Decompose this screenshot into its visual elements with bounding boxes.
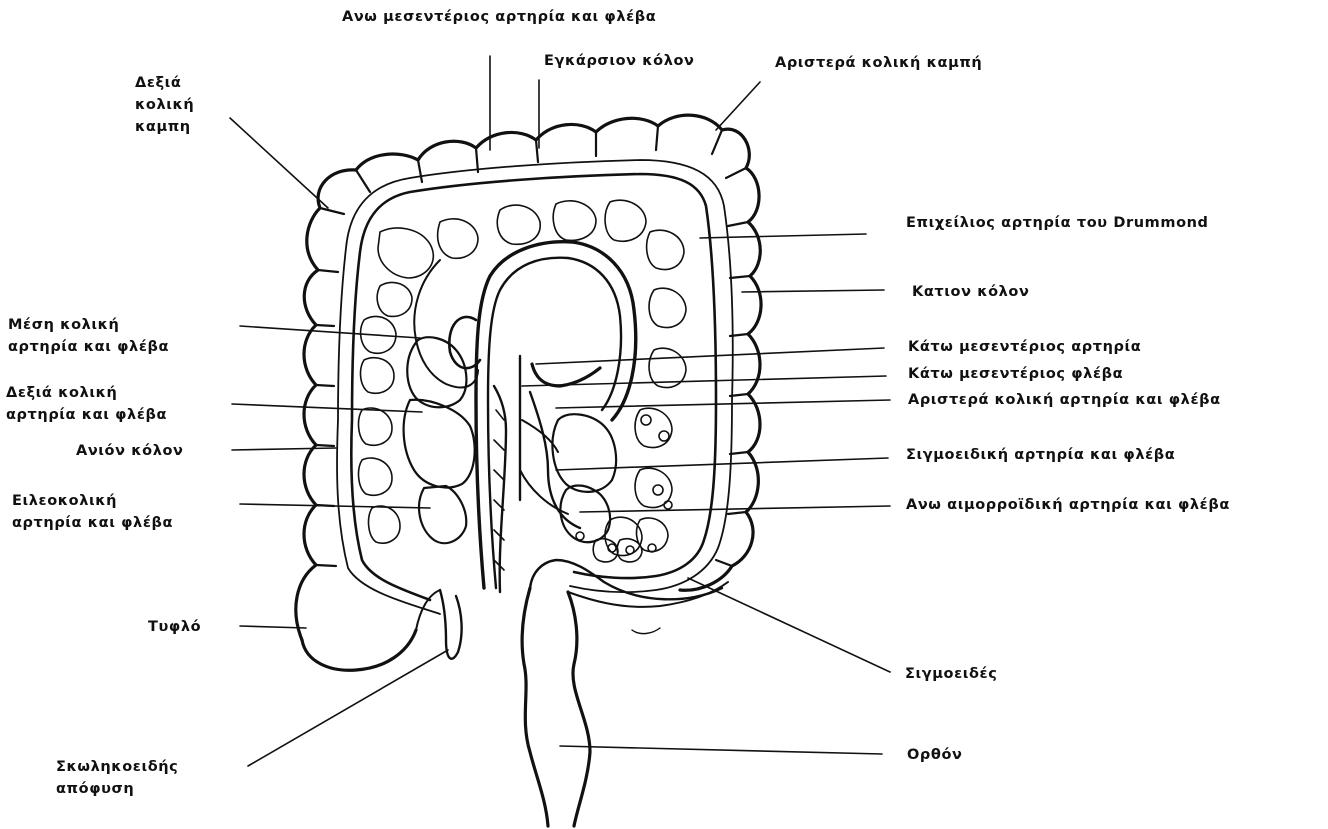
- label-middle-colic-line-1: Μέση κολική: [8, 314, 169, 336]
- label-middle-colic-line-2: αρτηρία και φλέβα: [8, 336, 169, 358]
- cecum-outline: [302, 630, 416, 670]
- label-ileocolic: Ειλεοκολική αρτηρία και φλέβα: [12, 490, 173, 534]
- label-ascending-colon: Ανιόν κόλον: [76, 440, 184, 462]
- label-right-flexure-line-2: κολική: [135, 94, 194, 116]
- label-right-colic-line-1: Δεξιά κολική: [6, 382, 167, 404]
- label-middle-colic: Μέση κολική αρτηρία και φλέβα: [8, 314, 169, 358]
- label-descending-colon: Κατιον κόλον: [912, 281, 1029, 303]
- label-right-flexure-line-3: καμπη: [135, 116, 194, 138]
- label-appendix-line-1: Σκωληκοειδής: [56, 756, 178, 778]
- inferior-mesenteric-artery: [532, 364, 600, 386]
- label-right-colic-line-2: αρτηρία και φλέβα: [6, 404, 167, 426]
- label-sup-mesenteric: Ανω μεσεντέριος αρτηρία και φλέβα: [342, 6, 656, 28]
- label-appendix: Σκωληκοειδής απόφυση: [56, 756, 178, 800]
- label-drummond: Επιχείλιος αρτηρία του Drummond: [906, 212, 1209, 234]
- label-ileocolic-line-2: αρτηρία και φλέβα: [12, 512, 173, 534]
- label-left-colic-flexure: Αριστερά κολική καμπή: [775, 52, 982, 74]
- label-transverse-colon: Εγκάρσιον κόλον: [544, 50, 695, 72]
- label-sigmoid-artery: Σιγμοειδική αρτηρία και φλέβα: [906, 444, 1175, 466]
- label-left-colic: Αριστερά κολική αρτηρία και φλέβα: [908, 389, 1221, 411]
- label-right-colic: Δεξιά κολική αρτηρία και φλέβα: [6, 382, 167, 426]
- label-inf-mesenteric-artery: Κάτω μεσεντέριος αρτηρία: [908, 336, 1141, 358]
- label-sigmoid: Σιγμοειδές: [905, 663, 997, 685]
- label-cecum: Τυφλό: [148, 616, 201, 638]
- label-sup-hemorrhoidal: Ανω αιμορροϊδική αρτηρία και φλέβα: [906, 494, 1230, 516]
- label-ileocolic-line-1: Ειλεοκολική: [12, 490, 173, 512]
- ileum-outline: [440, 590, 462, 659]
- label-right-flexure-line-1: Δεξιά: [135, 72, 194, 94]
- label-inf-mesenteric-vein: Κάτω μεσεντέριος φλέβα: [908, 363, 1123, 385]
- label-rectum: Ορθόν: [907, 744, 963, 766]
- rectum-outline: [522, 588, 548, 826]
- label-right-colic-flexure: Δεξιά κολική καμπη: [135, 72, 194, 138]
- label-appendix-line-2: απόφυση: [56, 778, 178, 800]
